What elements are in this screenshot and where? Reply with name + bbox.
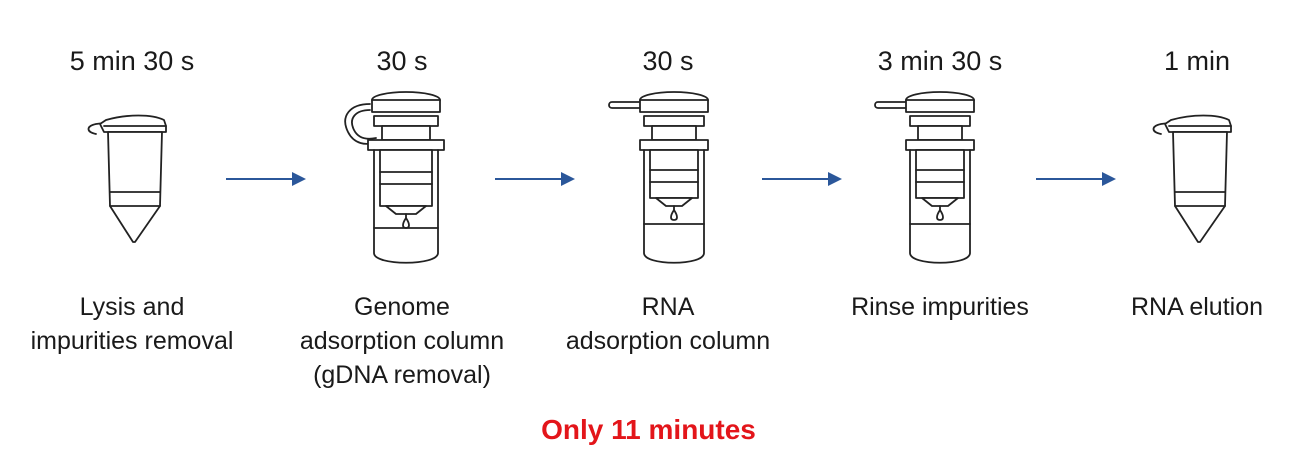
step-time: 1 min — [1163, 46, 1231, 76]
step-label: RNA adsorption column — [565, 293, 771, 355]
step-time: 30 s — [642, 46, 694, 76]
microcentrifuge-tube-icon — [1147, 88, 1247, 248]
spin-column-icon — [604, 88, 724, 273]
spin-column-icon — [870, 88, 990, 273]
step-label: RNA elution — [1130, 293, 1264, 321]
microcentrifuge-tube-icon — [82, 88, 182, 248]
right-arrow-icon — [495, 170, 577, 188]
right-arrow-icon — [1036, 170, 1118, 188]
step-time: 30 s — [376, 46, 428, 76]
step-time: 5 min 30 s — [69, 46, 195, 76]
step-label: Genome adsorption column (gDNA removal) — [299, 293, 505, 389]
total-time-highlight: Only 11 minutes — [541, 414, 756, 445]
step-label: Rinse impurities — [851, 293, 1029, 321]
right-arrow-icon — [762, 170, 844, 188]
step-label: Lysis and impurities removal — [30, 293, 234, 355]
step-time: 3 min 30 s — [877, 46, 1003, 76]
spin-column-with-lid-icon — [332, 88, 472, 273]
right-arrow-icon — [226, 170, 308, 188]
